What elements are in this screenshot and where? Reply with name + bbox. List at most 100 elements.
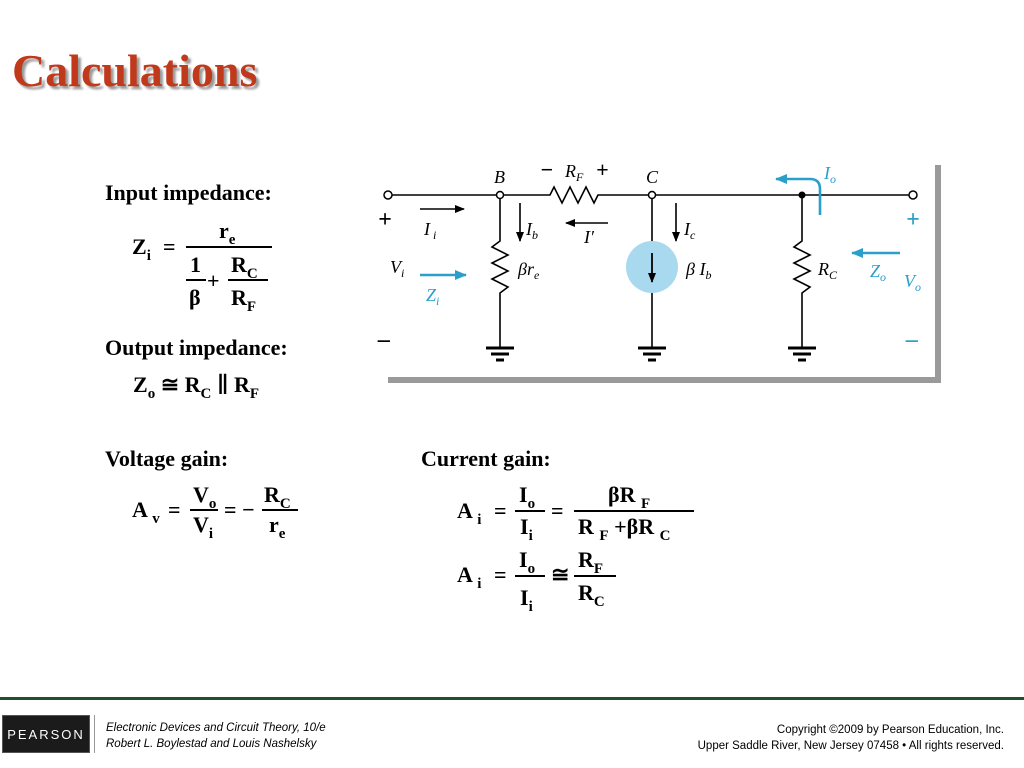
zo-approx: ≅ [160,372,180,397]
av-vo-sub: o [208,496,217,512]
ai1-den-brc-sub: C [659,528,671,544]
rf-plus: + [596,157,609,182]
footer-vertical-divider [94,715,95,753]
output-plus: + [906,207,920,233]
av-bar-2 [262,509,298,511]
input-plus: + [378,207,392,233]
output-impedance-formula: Zo ≅ RC ∥ RF [133,372,259,402]
io-label: I [823,163,831,183]
svg-text:Ic: Ic [683,219,696,242]
voltage-gain-heading: Voltage gain: [105,446,229,471]
svg-text:βre: βre [517,259,540,282]
bib-sub: b [705,268,711,282]
ic-label: I [683,219,691,239]
ai2-io: I [519,547,528,572]
zi-label: Z [426,285,437,305]
ai2-io-sub: o [527,561,536,577]
ai1-symbol: A [457,498,472,523]
output-impedance-heading: Output impedance: [105,335,288,360]
svg-text:Zo: Zo [870,261,886,284]
ai1-den-rf: R [578,514,594,539]
rc-sub: C [829,268,838,282]
zo-rc-sub: C [200,386,212,402]
node-b-label: B [494,167,505,187]
node-b-dot [495,190,505,200]
ai1-equals-2: = [551,498,564,523]
ai2-symbol: A [457,562,472,587]
zo-symbol: Z [133,372,148,397]
zo-label: Z [870,261,881,281]
pearson-logo: PEARSON [2,715,90,753]
ai1-ii-sub: i [528,528,533,544]
ai1-io-sub: o [527,496,536,512]
input-impedance-heading: Input impedance: [105,180,272,205]
svg-text:Ib: Ib [525,219,538,242]
ai2-rc-sub: C [593,594,605,610]
io-arrow [775,174,822,215]
av-re-sub: e [278,526,286,542]
footer-copyright: Copyright ©2009 by Pearson Education, In… [776,724,1004,736]
io-sub: o [830,172,836,186]
svg-text:Zi: Zi [426,285,439,308]
ii-sub: i [433,228,436,242]
av-vi-sub: i [208,526,214,542]
output-terminal [908,190,918,200]
ai1-brf: βR [608,482,636,507]
iprime-label: I′ [583,227,595,247]
zi-symbol: Z [132,234,147,259]
av-equals: = [168,497,181,522]
rf-sub: F [575,170,584,184]
ai1-equals: = [494,498,507,523]
ai1-sub: i [477,512,482,528]
ai2-rf: R [578,547,594,572]
ai1-den-brc: +βR [614,514,655,539]
footer-address: Upper Saddle River, New Jersey 07458 • A… [697,740,1004,752]
av-rc-sub: C [279,496,291,512]
zi-fraction-bar [186,246,272,248]
svg-text:Io: Io [823,163,836,186]
ai2-ii-sub: i [528,599,533,615]
input-terminal [383,190,393,200]
footer-authors: Robert L. Boylestad and Louis Nashelsky [106,738,317,750]
node-c-label: C [646,167,659,187]
av-rc: R [264,482,280,507]
page-title: Calculations [12,45,258,96]
zi-equals: = [163,234,176,259]
zo-rf: R [234,372,250,397]
vi-sub: i [401,266,404,280]
av-sub: v [152,511,160,527]
zi-den-rf: R [231,285,247,310]
ai2-sub: i [477,576,482,592]
output-minus: – [905,327,918,353]
av-re: r [269,512,279,537]
svg-text:Vi: Vi [390,257,404,280]
ai2-ii: I [520,585,529,610]
av-bar-1 [190,509,218,511]
av-vo: V [193,482,209,507]
rf-minus: − [540,157,553,182]
zo-label-sub: o [880,270,886,284]
ii-label: I [423,219,431,239]
zi-den-one: 1 [190,252,201,277]
zi-den-beta: β [189,285,201,310]
av-vi: V [193,512,209,537]
zo-sub: o [147,386,156,402]
zi-label-sub: i [436,294,439,308]
zi-den-rc: R [231,252,247,277]
wires [390,185,910,347]
zi-den-plus: + [207,268,220,293]
rc-label: R [817,259,829,279]
zi-den-rf-sub: F [246,299,257,315]
svg-text:β Ib: β Ib [685,259,711,282]
ic-sub: c [690,228,696,242]
av-equals-minus: = − [224,497,255,522]
bre-label: βr [517,259,535,279]
zi-den-bar-a [186,279,206,281]
ai1-bar-1 [515,510,545,512]
zi-den-bar-b [228,279,268,281]
svg-text:Ii: Ii [423,219,436,242]
ib-label: I [525,219,533,239]
ai2-approx: ≅ [551,562,570,587]
zi-num-sub: e [228,232,236,248]
